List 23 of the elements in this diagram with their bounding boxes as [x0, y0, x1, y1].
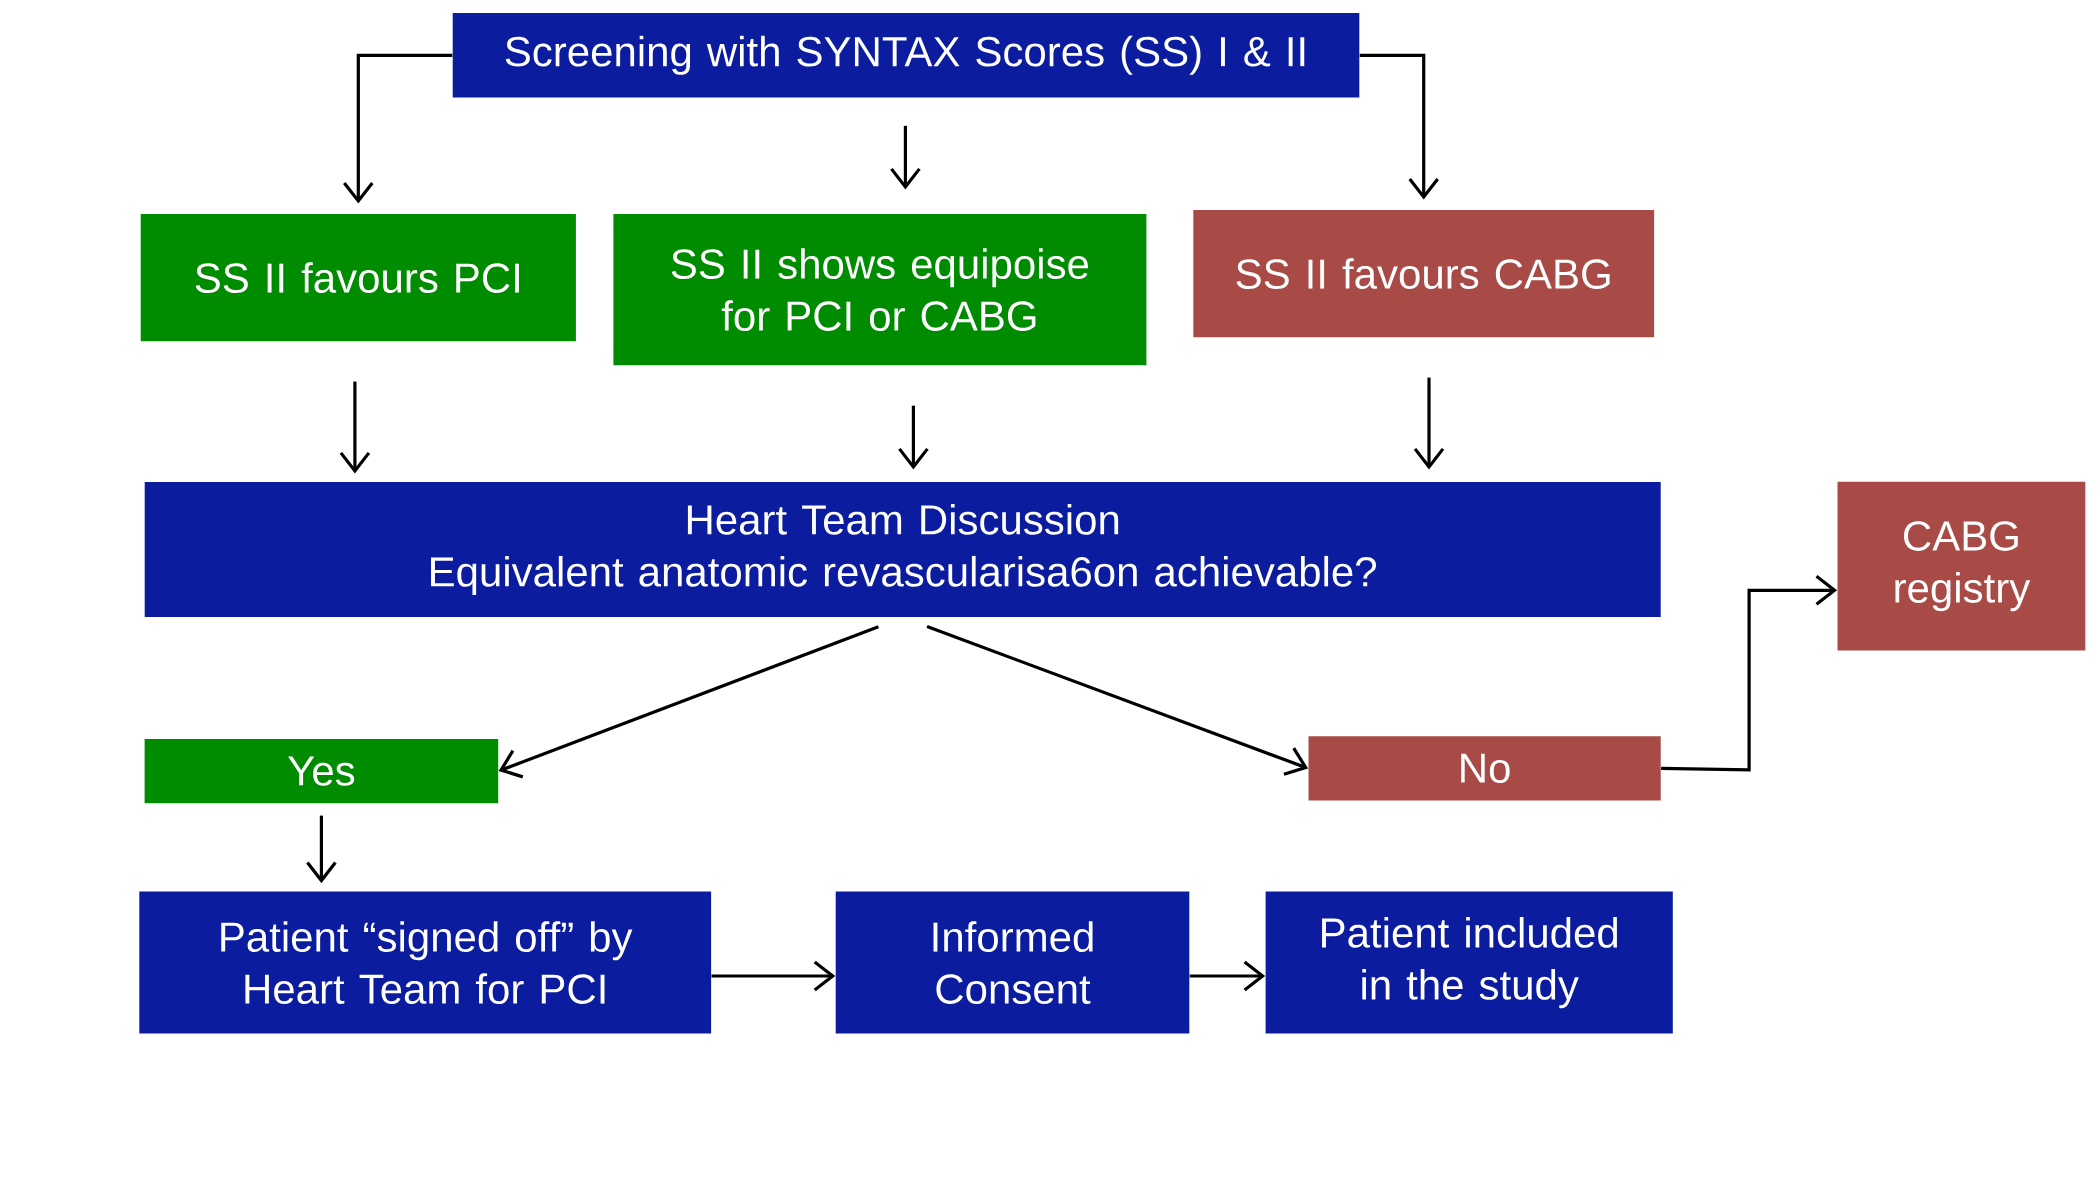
arrow	[343, 53, 453, 204]
flow-box: Patient “signed off” by Heart Team for PCI	[139, 891, 712, 1034]
arrow	[1189, 960, 1266, 992]
arrow	[1359, 53, 1439, 200]
arrow	[1661, 575, 1838, 772]
flow-box: Informed Consent	[835, 891, 1190, 1034]
arrow	[890, 125, 921, 190]
flow-box: CABG registry	[1837, 481, 2086, 651]
flow-box: SS II favours CABG	[1193, 210, 1655, 338]
flow-box: Screening with SYNTAX Scores (SS) I & II	[452, 13, 1360, 98]
flow-box: SS II favours PCI	[140, 214, 576, 342]
flow-box: Patient included in the study	[1265, 891, 1673, 1034]
arrow	[339, 381, 371, 474]
flow-box: SS II shows equipoise for PCI or CABG	[613, 213, 1147, 366]
flow-box: No	[1308, 736, 1661, 801]
arrow	[711, 960, 836, 992]
arrow	[926, 625, 1309, 776]
flow-box: Yes	[144, 739, 499, 804]
flow-box: Heart Team Discussion Equivalent anatomic revascularisa6on achievable?	[144, 481, 1661, 618]
arrow	[898, 405, 929, 470]
arrow	[498, 625, 879, 779]
arrow	[1413, 377, 1445, 470]
arrow	[306, 815, 337, 884]
